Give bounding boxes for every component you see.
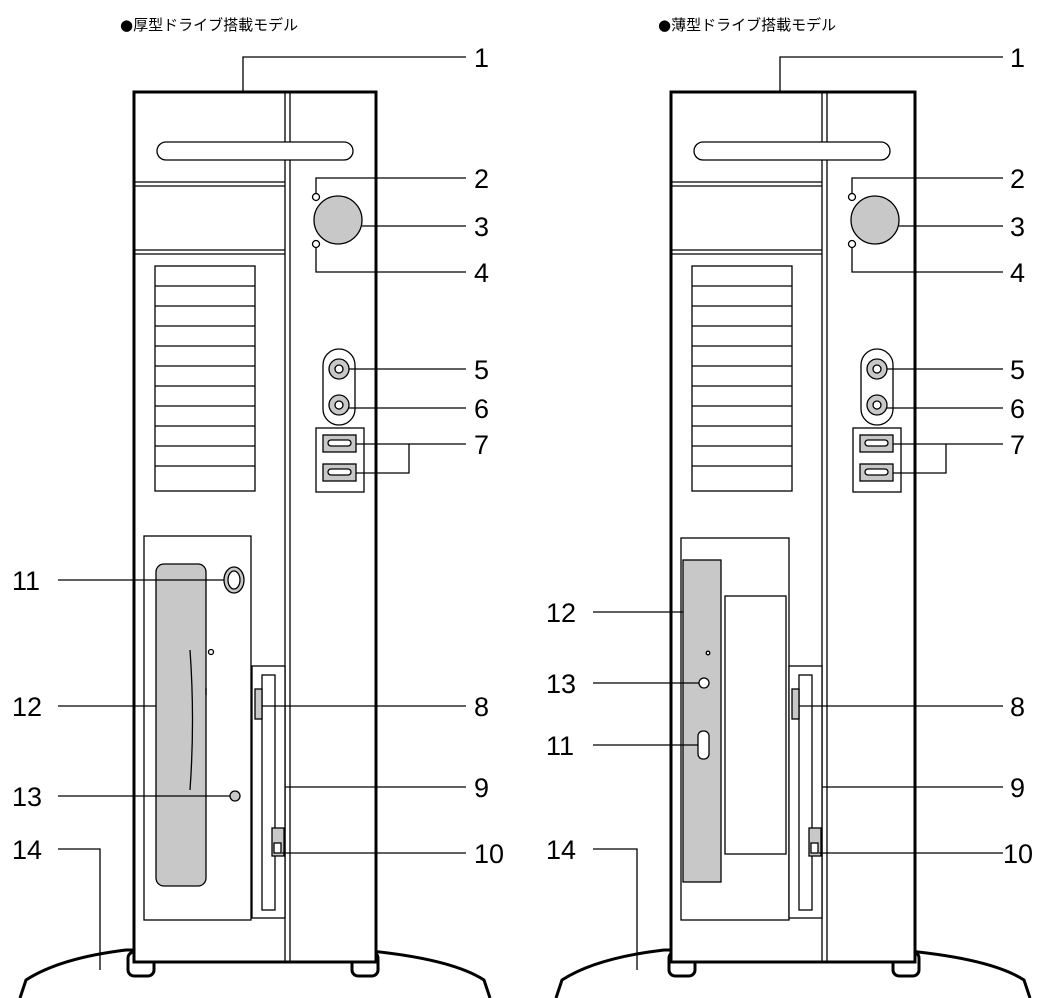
- right-cd-inner-panel: [724, 595, 787, 855]
- right-label-8: 8: [1010, 692, 1025, 722]
- left-cd-tray: [155, 563, 207, 887]
- right-model: ●薄型ドライブ搭載モデル: [546, 16, 1033, 998]
- left-label-5: 5: [474, 355, 489, 385]
- right-top-slot: [693, 141, 891, 161]
- left-led-lower: [311, 239, 321, 249]
- left-leader-lines: [58, 56, 466, 970]
- left-label-3: 3: [474, 212, 489, 242]
- left-label-6: 6: [474, 394, 489, 424]
- right-vent: [691, 265, 793, 492]
- left-power-button[interactable]: [313, 195, 363, 245]
- right-label-1: 1: [1010, 43, 1025, 73]
- left-label-11: 11: [12, 566, 40, 596]
- left-cd-access-led: [229, 790, 241, 802]
- right-cd-access-led: [698, 677, 710, 689]
- left-label-10: 10: [474, 839, 504, 869]
- right-label-4: 4: [1010, 258, 1025, 288]
- right-label-3: 3: [1010, 212, 1025, 242]
- right-fd-slot: [798, 674, 813, 911]
- right-label-10: 10: [1003, 839, 1033, 869]
- left-label-2: 2: [474, 164, 489, 194]
- right-label-5: 5: [1010, 355, 1025, 385]
- right-fd-access-led: [791, 688, 800, 720]
- right-led-upper: [847, 192, 857, 202]
- left-cd-small-hole: [207, 648, 215, 656]
- left-fd-access-led: [254, 688, 263, 720]
- left-label-7: 7: [474, 430, 489, 460]
- left-label-4: 4: [474, 258, 489, 288]
- right-label-14: 14: [546, 835, 576, 865]
- right-label-7: 7: [1010, 430, 1025, 460]
- left-label-9: 9: [474, 773, 489, 803]
- right-led-lower: [847, 239, 857, 249]
- left-top-slot: [156, 141, 354, 161]
- right-cd-tray: [682, 559, 722, 883]
- right-label-12: 12: [546, 598, 576, 628]
- right-label-9: 9: [1010, 773, 1025, 803]
- left-led-upper: [311, 192, 321, 202]
- left-fd-slot: [261, 674, 276, 911]
- left-label-12: 12: [12, 692, 42, 722]
- right-cd-small-hole: [705, 650, 711, 656]
- right-label-6: 6: [1010, 394, 1025, 424]
- right-power-button[interactable]: [850, 195, 900, 245]
- right-model-title: ●薄型ドライブ搭載モデル: [658, 16, 836, 34]
- right-label-11: 11: [546, 731, 574, 761]
- left-model-title: ●厚型ドライブ搭載モデル: [120, 16, 298, 34]
- left-label-1: 1: [474, 43, 489, 73]
- right-leader-lines: [593, 56, 1003, 970]
- left-label-13: 13: [12, 782, 42, 812]
- left-vent: [154, 265, 256, 492]
- left-label-14: 14: [12, 835, 42, 865]
- right-label-2: 2: [1010, 164, 1025, 194]
- left-model: ●厚型ドライブ搭載モデル: [12, 16, 504, 998]
- right-cd-eject-button[interactable]: [697, 730, 710, 760]
- right-label-13: 13: [546, 669, 576, 699]
- left-label-8: 8: [474, 692, 489, 722]
